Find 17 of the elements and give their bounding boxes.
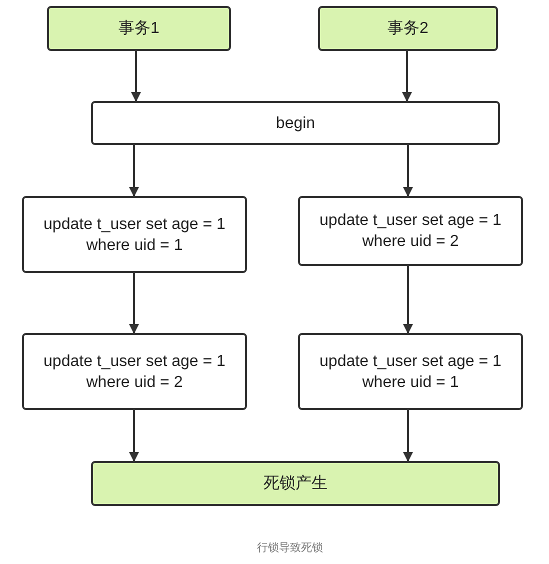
terminal-box: 事务2 bbox=[318, 6, 498, 51]
arrow bbox=[131, 51, 141, 102]
arrow bbox=[129, 273, 139, 334]
arrow bbox=[129, 410, 139, 462]
terminal-box: 事务1 bbox=[47, 6, 231, 51]
arrow bbox=[403, 266, 413, 334]
process-box: update t_user set age = 1 where uid = 1 bbox=[298, 333, 523, 410]
process-box: begin bbox=[91, 101, 500, 145]
caption: 行锁导致死锁 bbox=[256, 541, 324, 555]
arrow bbox=[403, 410, 413, 462]
arrow bbox=[402, 51, 412, 102]
process-box: update t_user set age = 1 where uid = 2 bbox=[298, 196, 523, 266]
arrow bbox=[403, 145, 413, 197]
process-box: update t_user set age = 1 where uid = 2 bbox=[22, 333, 247, 410]
process-box: update t_user set age = 1 where uid = 1 bbox=[22, 196, 247, 273]
terminal-box: 死锁产生 bbox=[91, 461, 500, 506]
arrow bbox=[129, 145, 139, 197]
